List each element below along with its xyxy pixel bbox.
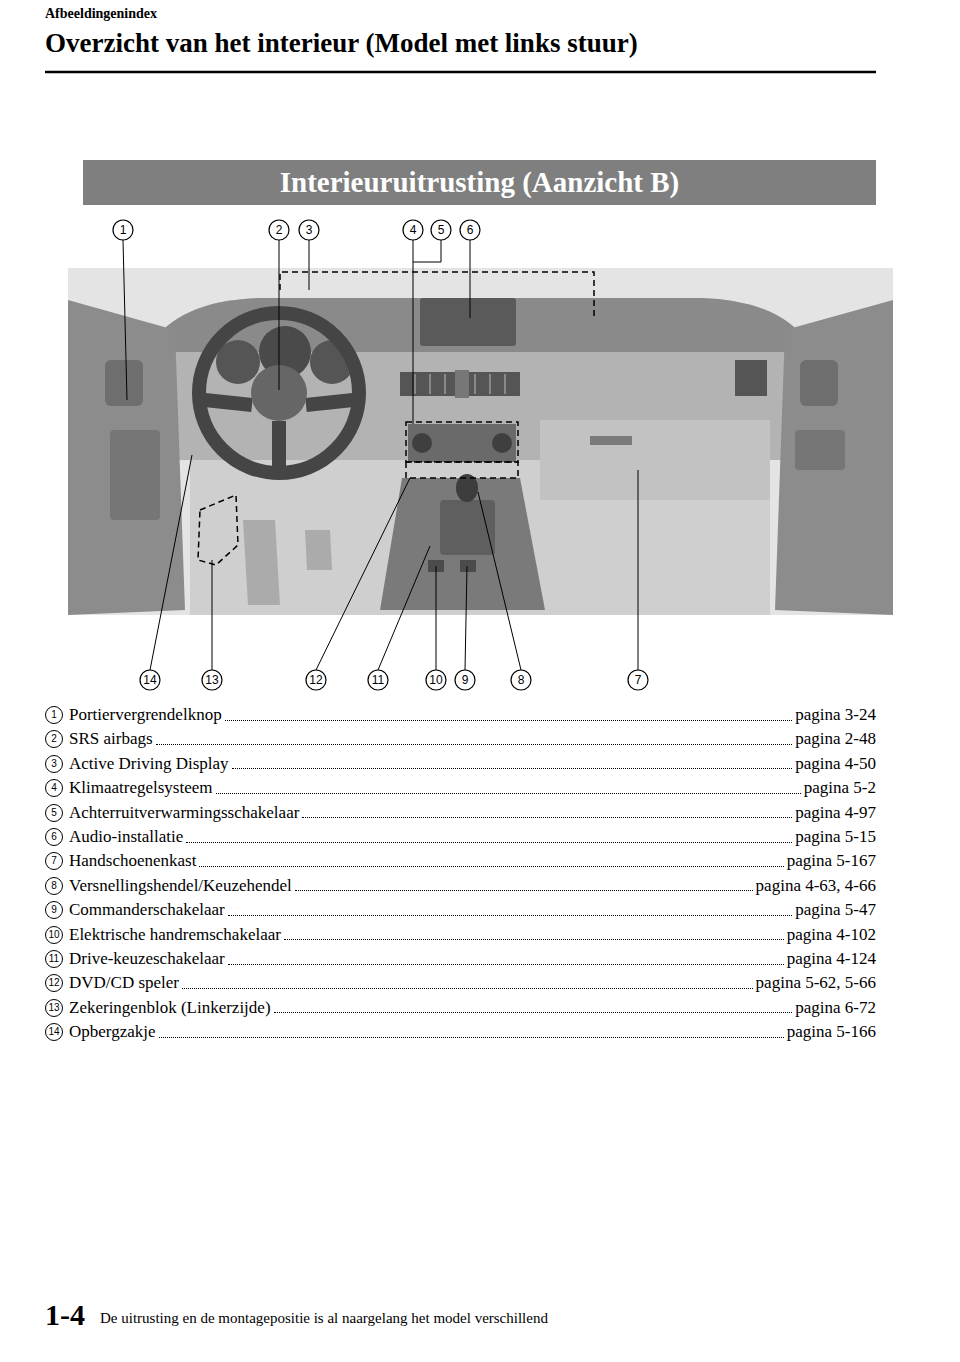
callout-number: 1 <box>112 219 134 241</box>
callout-number: 11 <box>45 950 63 968</box>
index-row: 9 Commanderschakelaar pagina 5-47 <box>45 898 876 922</box>
index-row: 10 Elektrische handremschakelaar pagina 4-… <box>45 923 876 947</box>
part-name: DVD/CD speler <box>69 971 179 995</box>
dot-leader <box>302 817 792 818</box>
page-reference: pagina 3-24 <box>795 703 876 727</box>
page-reference: pagina 4-124 <box>787 947 876 971</box>
part-name: Drive-keuzeschakelaar <box>69 947 225 971</box>
callout-number: 1 <box>45 706 63 724</box>
index-row: 8 Versnellingshendel/Keuzehendel pagina 4-… <box>45 874 876 898</box>
part-name: Achterruitverwarmingsschakelaar <box>69 801 299 825</box>
index-row: 5 Achterruitverwarmingsschakelaar pagina 4… <box>45 801 876 825</box>
index-row: 13 Zekeringenblok (Linkerzijde) pagina 6-7… <box>45 996 876 1020</box>
callout-number: 3 <box>298 219 320 241</box>
page-reference: pagina 5-167 <box>787 849 876 873</box>
index-row: 11 Drive-keuzeschakelaar pagina 4-124 <box>45 947 876 971</box>
part-name: Active Driving Display <box>69 752 229 776</box>
callout-number: 7 <box>627 669 649 691</box>
index-row: 14 Opbergzakje pagina 5-166 <box>45 1020 876 1044</box>
dashed-outlines <box>198 272 594 565</box>
dot-leader <box>295 890 753 891</box>
banner-text: Interieuruitrusting (Aanzicht B) <box>268 164 692 201</box>
page-reference: pagina 4-50 <box>795 752 876 776</box>
callout-number: 9 <box>454 669 476 691</box>
page-title: Overzicht van het interieur (Model met l… <box>45 28 638 59</box>
index-row: 2 SRS airbags pagina 2-48 <box>45 727 876 751</box>
page-reference: pagina 5-62, 5-66 <box>756 971 876 995</box>
part-name: Zekeringenblok (Linkerzijde) <box>69 996 271 1020</box>
part-name: Versnellingshendel/Keuzehendel <box>69 874 292 898</box>
callout-number: 7 <box>45 852 63 870</box>
page-reference: pagina 5-47 <box>795 898 876 922</box>
dot-leader <box>274 1012 793 1013</box>
header-rule <box>45 71 876 74</box>
callout-number: 6 <box>45 828 63 846</box>
index-row: 1 Portiervergrendelknop pagina 3-24 <box>45 703 876 727</box>
part-name: Opbergzakje <box>69 1020 156 1044</box>
callout-number: 12 <box>305 669 327 691</box>
callout-number: 11 <box>367 669 389 691</box>
dot-leader <box>228 915 793 916</box>
callout-number: 8 <box>45 877 63 895</box>
part-name: Klimaatregelsysteem <box>69 776 213 800</box>
page-reference: pagina 6-72 <box>795 996 876 1020</box>
callout-number: 8 <box>510 669 532 691</box>
part-name: Elektrische handremschakelaar <box>69 923 281 947</box>
section-header: Afbeeldingenindex <box>45 6 157 22</box>
index-row: 6 Audio-installatie pagina 5-15 <box>45 825 876 849</box>
callout-number: 14 <box>139 669 161 691</box>
part-name: Handschoenenkast <box>69 849 196 873</box>
page-reference: pagina 5-2 <box>804 776 876 800</box>
part-name: Audio-installatie <box>69 825 183 849</box>
page-reference: pagina 4-97 <box>795 801 876 825</box>
dot-leader <box>182 988 753 989</box>
callout-number: 13 <box>45 999 63 1017</box>
index-row: 12 DVD/CD speler pagina 5-62, 5-66 <box>45 971 876 995</box>
callout-number: 13 <box>201 669 223 691</box>
index-row: 4 Klimaatregelsysteem pagina 5-2 <box>45 776 876 800</box>
page-reference: pagina 2-48 <box>795 727 876 751</box>
part-name: Commanderschakelaar <box>69 898 225 922</box>
dot-leader <box>232 768 793 769</box>
part-name: Portiervergrendelknop <box>69 703 222 727</box>
page-reference: pagina 5-15 <box>795 825 876 849</box>
callout-number: 4 <box>402 219 424 241</box>
callout-number: 3 <box>45 755 63 773</box>
callout-number: 14 <box>45 1023 63 1041</box>
dot-leader <box>228 964 784 965</box>
callout-number: 9 <box>45 901 63 919</box>
page-number: 1-4 <box>45 1298 85 1332</box>
callout-number: 10 <box>425 669 447 691</box>
leader-lines <box>123 240 638 670</box>
callout-number: 2 <box>45 730 63 748</box>
dot-leader <box>159 1037 784 1038</box>
dot-leader <box>199 866 783 867</box>
callout-circles <box>113 220 648 690</box>
page-reference: pagina 4-102 <box>787 923 876 947</box>
callout-number: 10 <box>45 926 63 944</box>
callout-number: 6 <box>459 219 481 241</box>
callout-number: 12 <box>45 974 63 992</box>
index-row: 7 Handschoenenkast pagina 5-167 <box>45 849 876 873</box>
callout-number: 4 <box>45 779 63 797</box>
section-banner: Interieuruitrusting (Aanzicht B) <box>83 160 876 205</box>
dot-leader <box>216 793 801 794</box>
callout-number: 5 <box>45 804 63 822</box>
index-row: 3 Active Driving Display pagina 4-50 <box>45 752 876 776</box>
dot-leader <box>225 720 793 721</box>
callout-number: 2 <box>268 219 290 241</box>
page-reference: pagina 5-166 <box>787 1020 876 1044</box>
dot-leader <box>156 744 793 745</box>
part-name: SRS airbags <box>69 727 153 751</box>
dot-leader <box>284 939 784 940</box>
page-reference: pagina 4-63, 4-66 <box>756 874 876 898</box>
callout-number: 5 <box>430 219 452 241</box>
footer-note: De uitrusting en de montagepositie is al… <box>100 1310 548 1327</box>
dot-leader <box>186 842 792 843</box>
dashboard-illustration <box>68 268 893 615</box>
